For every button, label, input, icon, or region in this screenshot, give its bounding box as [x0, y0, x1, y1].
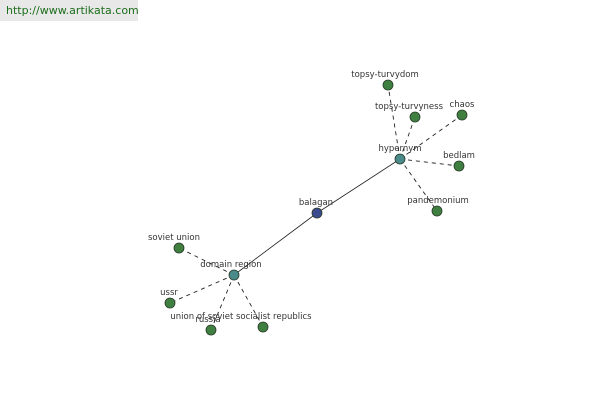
- node-label-pandemonium[interactable]: pandemonium: [407, 196, 469, 206]
- node-label-chaos[interactable]: chaos: [450, 100, 475, 110]
- node-marker-chaos[interactable]: [456, 109, 468, 121]
- edge-balagan-domain-region: [233, 212, 318, 276]
- node-label-hypernym[interactable]: hypernym: [378, 144, 421, 154]
- nodes-layer: balagan hypernym domain region topsy-turvyd…: [148, 70, 475, 336]
- edge-domain-region-soviet-union: [178, 247, 235, 276]
- source-url[interactable]: http://www.artikata.com: [0, 0, 139, 21]
- edge-hypernym-bedlam: [399, 158, 460, 167]
- node-hypernym[interactable]: hypernym: [378, 144, 422, 165]
- node-marker-ussr[interactable]: [164, 297, 176, 309]
- node-label-union-of-soviet-socialist-republics[interactable]: union of soviet socialist republics: [170, 312, 312, 322]
- edges-layer: [169, 84, 463, 331]
- node-marker-bedlam[interactable]: [453, 160, 465, 172]
- node-marker-hypernym[interactable]: [394, 153, 406, 165]
- node-marker-topsy-turvydom[interactable]: [382, 79, 394, 91]
- node-topsy-turvyness[interactable]: topsy-turvyness: [375, 102, 444, 123]
- node-soviet-union[interactable]: soviet union: [148, 233, 200, 254]
- edge-balagan-hypernym: [316, 158, 401, 214]
- node-label-topsy-turvyness[interactable]: topsy-turvyness: [375, 102, 444, 112]
- node-russia[interactable]: russia: [195, 315, 221, 336]
- node-marker-russia[interactable]: [205, 324, 217, 336]
- node-label-ussr[interactable]: ussr: [160, 288, 178, 298]
- node-label-soviet-union[interactable]: soviet union: [148, 233, 200, 243]
- node-bedlam[interactable]: bedlam: [443, 151, 475, 172]
- node-balagan[interactable]: balagan: [299, 198, 333, 219]
- edge-domain-region-ussr: [169, 274, 235, 304]
- node-domain-region[interactable]: domain region: [200, 260, 262, 281]
- edge-domain-region-union-of-soviet-socialist-republics: [233, 274, 264, 328]
- node-union-of-soviet-socialist-republics[interactable]: union of soviet socialist republics: [170, 312, 312, 333]
- node-chaos[interactable]: chaos: [450, 100, 475, 121]
- node-label-domain-region[interactable]: domain region: [200, 260, 261, 270]
- edge-domain-region-russia: [210, 274, 235, 331]
- node-topsy-turvydom[interactable]: topsy-turvydom: [351, 70, 419, 91]
- node-label-topsy-turvydom[interactable]: topsy-turvydom: [351, 70, 418, 80]
- node-marker-balagan[interactable]: [311, 207, 323, 219]
- node-marker-domain-region[interactable]: [228, 269, 240, 281]
- node-marker-pandemonium[interactable]: [431, 205, 443, 217]
- node-ussr[interactable]: ussr: [160, 288, 178, 309]
- node-label-balagan[interactable]: balagan: [299, 198, 333, 208]
- node-label-bedlam[interactable]: bedlam: [443, 151, 475, 161]
- node-marker-topsy-turvyness[interactable]: [409, 111, 421, 123]
- node-pandemonium[interactable]: pandemonium: [407, 196, 469, 217]
- edge-hypernym-pandemonium: [399, 158, 438, 212]
- node-label-russia[interactable]: russia: [195, 315, 220, 325]
- node-marker-union-of-soviet-socialist-republics[interactable]: [257, 321, 269, 333]
- node-marker-soviet-union[interactable]: [173, 242, 185, 254]
